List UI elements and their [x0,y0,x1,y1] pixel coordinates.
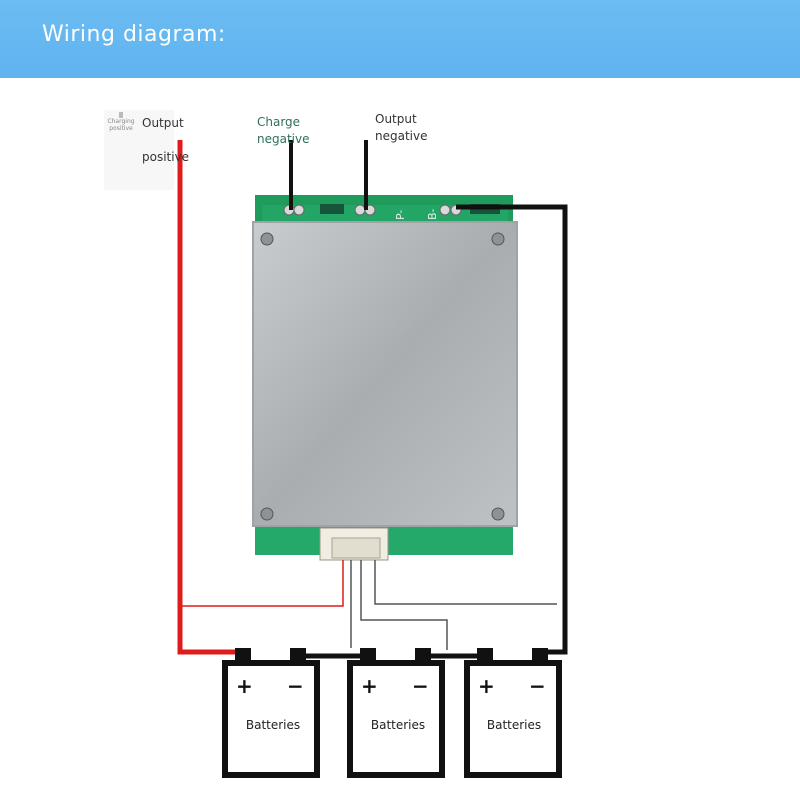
screw-icon [491,507,505,521]
output-positive-label-line2: positive [142,150,190,164]
board-marking-b: B- [426,208,439,220]
battery-3-label: Batteries [486,718,542,732]
pin-icon [119,112,123,118]
board-marking-p: P- [394,210,407,220]
balance-wire-3 [374,560,557,605]
battery-1 [222,648,320,778]
balance-wire-positive [182,560,344,607]
output-negative-label: Output negative [375,112,428,143]
battery-3 [464,648,562,778]
battery-3-minus: − [529,674,546,698]
screw-icon [260,507,274,521]
charge-negative-label: Charge negative [257,115,310,146]
battery-2-label: Batteries [370,718,426,732]
battery-2-plus: + [361,674,378,698]
battery-1-minus: − [287,674,304,698]
heatsink [252,221,518,527]
screw-icon [491,232,505,246]
bms-board: P- B- [252,195,518,561]
battery-negative-wire [456,204,568,655]
screw-icon [260,232,274,246]
output-positive-label-line1: Output [142,116,184,130]
output-positive-wire [177,140,242,655]
battery-1-plus: + [236,674,253,698]
battery-2 [347,648,445,778]
page-title: Wiring diagram: [42,22,226,47]
header-banner: Wiring diagram: [0,0,800,78]
charging-positive-label: Charging positive [107,118,135,132]
battery-2-minus: − [412,674,429,698]
label-backdrop [104,110,174,190]
battery-1-label: Batteries [245,718,301,732]
balance-wire-2 [360,560,448,650]
battery-3-plus: + [478,674,495,698]
